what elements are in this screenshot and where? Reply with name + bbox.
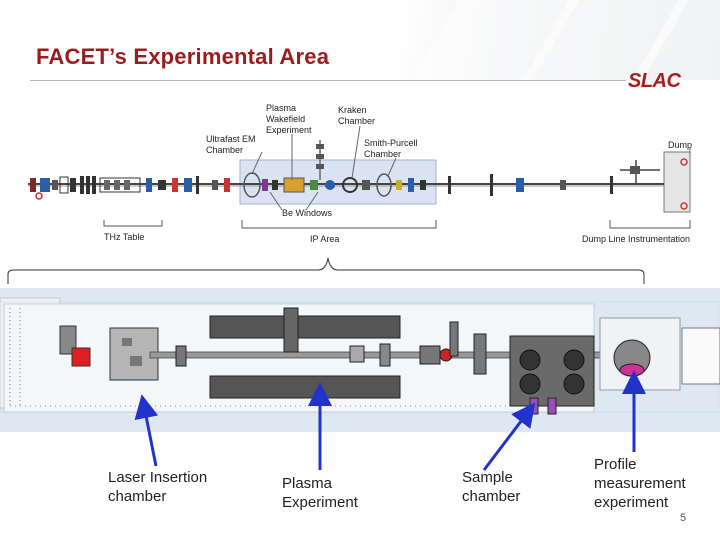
label-be-windows: Be Windows [282,208,333,218]
ip-area-bracket [241,220,437,229]
label-ultrafast-em: Ultrafast EM Chamber [206,134,256,155]
slac-logo: SLAC [628,70,681,92]
label-kraken-chamber: Kraken Chamber [338,105,376,126]
label-smith-purcell: Smith-Purcell Chamber [364,138,418,159]
label-profile-measurement: Profile measurement experiment [594,456,686,511]
dump-line-bracket [609,220,691,229]
label-ip-area: IP Area [310,234,340,244]
label-plasma-experiment: Plasma Experiment [282,475,358,511]
beamline-components [30,160,660,200]
title-underline [30,80,626,81]
label-sample-chamber: Sample chamber [462,469,521,505]
thz-table-bracket [103,220,163,227]
page-number: 5 [680,512,687,524]
label-thz-table: THz Table [104,232,145,242]
dump-box [663,151,691,213]
slide-title: FACET’s Experimental Area [36,44,330,69]
ip-area-box [239,159,437,205]
header-band [0,0,720,80]
label-dump: Dump [668,140,693,150]
label-laser-insertion: Laser Insertion chamber [108,469,208,505]
detail-brace [7,257,645,284]
label-dump-line: Dump Line Instrumentation [582,234,691,244]
beamline-layout-diagram [7,125,691,284]
cad-detail-image [0,288,720,432]
label-plasma-wakefield: Plasma Wakefield Experiment [266,103,312,135]
